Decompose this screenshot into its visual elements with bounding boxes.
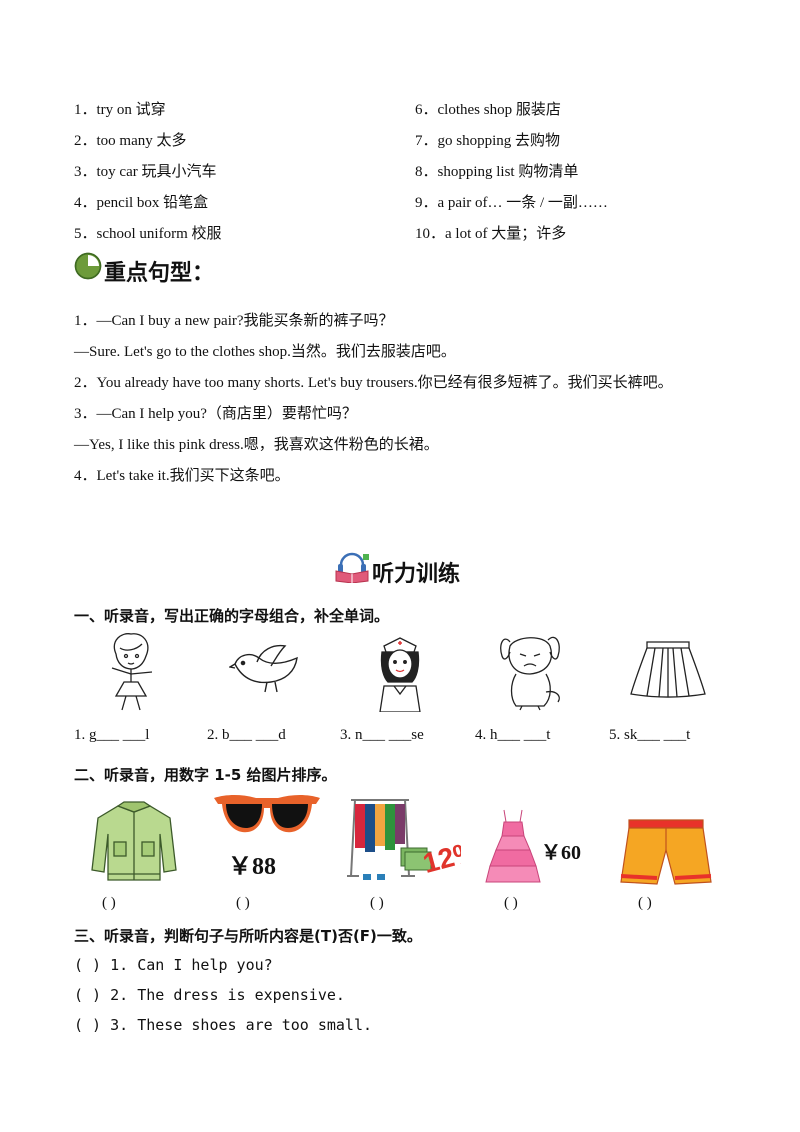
exercise-2-heading: 二、听录音，用数字 1-5 给图片排序。	[74, 766, 337, 784]
fill-blank-item: 2. b___ ___d	[207, 727, 286, 743]
svg-text:12%: 12%	[420, 835, 461, 879]
fill-blank-item: 3. n___ ___se	[340, 727, 424, 743]
pink-dress-image	[485, 809, 541, 883]
fill-blank-item: 1. g___ ___l	[74, 727, 150, 743]
phrase-item: 9．a pair of… 一条 / 一副……	[415, 195, 608, 211]
key-sentences-title: 重点句型：	[104, 261, 215, 286]
hurt-dog-drawing	[500, 636, 560, 711]
phrase-item: 1．try on 试穿	[74, 102, 166, 118]
skirt-drawing	[630, 641, 706, 698]
answer-bracket[interactable]: ( )	[236, 895, 250, 911]
phrase-item: 8．shopping list 购物清单	[415, 164, 579, 180]
exercise-3-heading: 三、听录音，判断句子与所听内容是(T)否(F)一致。	[74, 927, 422, 945]
answer-bracket[interactable]: ( )	[370, 895, 384, 911]
nurse-drawing	[379, 637, 421, 712]
phrase-item: 4．pencil box 铅笔盒	[74, 195, 209, 211]
true-false-item[interactable]: ( ) 2. The dress is expensive.	[74, 986, 345, 1004]
sentence-line: 2．You already have too many shorts. Let'…	[74, 375, 673, 391]
shorts-image	[620, 819, 712, 885]
sunglasses-image	[214, 795, 320, 833]
clothes-rack-image: 12%	[347, 799, 461, 880]
true-false-item[interactable]: ( ) 1. Can I help you?	[74, 956, 273, 974]
phrase-item: 6．clothes shop 服装店	[415, 102, 561, 118]
true-false-item[interactable]: ( ) 3. These shoes are too small.	[74, 1016, 373, 1034]
sunglasses-price: ￥88	[228, 854, 276, 880]
sentence-line: 3．—Can I help you?（商店里）要帮忙吗？	[74, 406, 357, 422]
phrase-item: 3．toy car 玩具小汽车	[74, 164, 217, 180]
phrase-item: 10．a lot of 大量；许多	[415, 226, 567, 242]
answer-bracket[interactable]: ( )	[638, 895, 652, 911]
headphones-book-icon	[335, 552, 369, 583]
fill-blank-item: 5. sk___ ___t	[609, 727, 691, 743]
exercise-1-heading: 一、听录音，写出正确的字母组合，补全单词。	[74, 607, 390, 625]
answer-bracket[interactable]: ( )	[504, 895, 518, 911]
listening-title: 听力训练	[372, 562, 461, 587]
dress-price: ￥60	[541, 842, 581, 864]
sentence-line: —Yes, I like this pink dress.嗯，我喜欢这件粉色的长…	[74, 437, 439, 453]
phrase-item: 5．school uniform 校服	[74, 226, 222, 242]
sentence-line: 4．Let's take it.我们买下这条吧。	[74, 468, 290, 484]
sentence-line: 1．—Can I buy a new pair?我能买条新的裤子吗？	[74, 313, 394, 329]
jacket-image	[91, 801, 177, 881]
sentence-line: —Sure. Let's go to the clothes shop.当然。我…	[74, 344, 456, 360]
phrase-item: 7．go shopping 去购物	[415, 133, 561, 149]
phrase-item: 2．too many 太多	[74, 133, 187, 149]
fill-blank-item: 4. h___ ___t	[475, 727, 551, 743]
pie-chart-icon	[74, 252, 102, 280]
bird-drawing	[229, 644, 298, 693]
girl-drawing	[111, 633, 153, 711]
answer-bracket[interactable]: ( )	[102, 895, 116, 911]
